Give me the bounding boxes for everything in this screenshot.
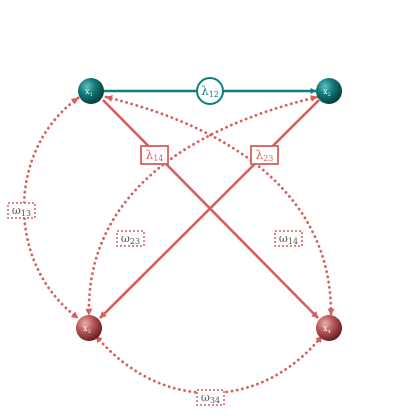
svg-text:ω34: ω34 [201,391,220,405]
svg-text:x4: x4 [323,324,331,335]
label-lambda-14: λ14 [140,145,169,165]
edge-omega-34 [94,334,324,395]
svg-text:λ23: λ23 [256,148,274,163]
node-x4: x4 [316,315,342,341]
label-omega-23: ω23 [116,230,145,247]
node-x3: x3 [76,315,102,341]
svg-text:ω14: ω14 [279,232,298,246]
svg-text:x3: x3 [83,324,91,335]
svg-text:λ12: λ12 [201,84,219,99]
svg-text:λ14: λ14 [146,148,164,163]
node-x2: x2 [316,78,342,104]
label-lambda-12: λ12 [196,77,224,105]
label-omega-14: ω14 [274,230,303,247]
label-lambda-23: λ23 [250,145,279,165]
svg-text:x1: x1 [85,87,93,98]
label-omega-34: ω34 [196,389,225,406]
svg-text:x2: x2 [323,87,331,98]
edge-omega-14 [104,95,335,317]
label-omega-13: ω13 [7,202,36,219]
node-x1: x1 [78,78,104,104]
svg-text:ω23: ω23 [121,232,140,246]
svg-text:ω13: ω13 [12,204,31,218]
